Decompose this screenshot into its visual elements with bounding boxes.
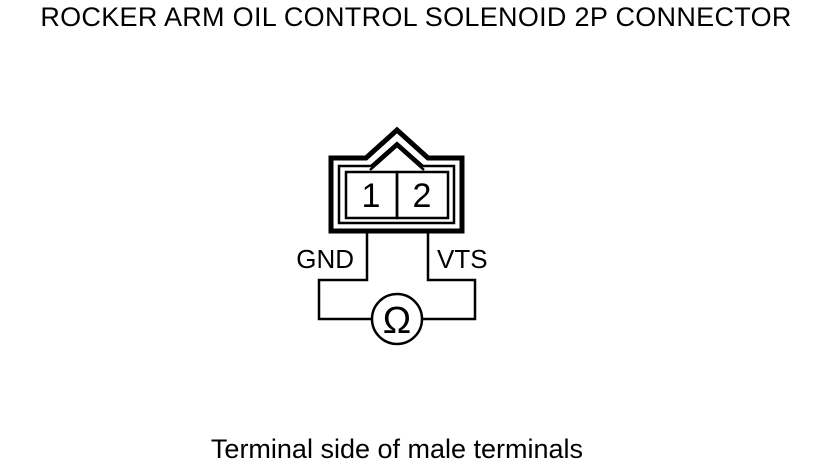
connector-latch xyxy=(369,144,425,171)
terminal-cavity-2 xyxy=(395,170,450,220)
pin-number-1: 1 xyxy=(362,177,381,215)
pin-number-2: 2 xyxy=(413,177,432,215)
diagram-title: ROCKER ARM OIL CONTROL SOLENOID 2P CONNE… xyxy=(40,2,792,32)
probe-wire-vts xyxy=(423,231,477,321)
ohmmeter-symbol xyxy=(370,292,424,346)
connector-housing-inner xyxy=(337,141,456,225)
probe-wire-gnd xyxy=(317,231,372,321)
diagram-caption: Terminal side of male terminals xyxy=(210,434,584,464)
ohm-icon: Ω xyxy=(383,300,411,342)
connector-housing-outer xyxy=(328,126,465,234)
pin-label-gnd: GND xyxy=(296,244,354,274)
pin-label-vts: VTS xyxy=(437,244,488,274)
